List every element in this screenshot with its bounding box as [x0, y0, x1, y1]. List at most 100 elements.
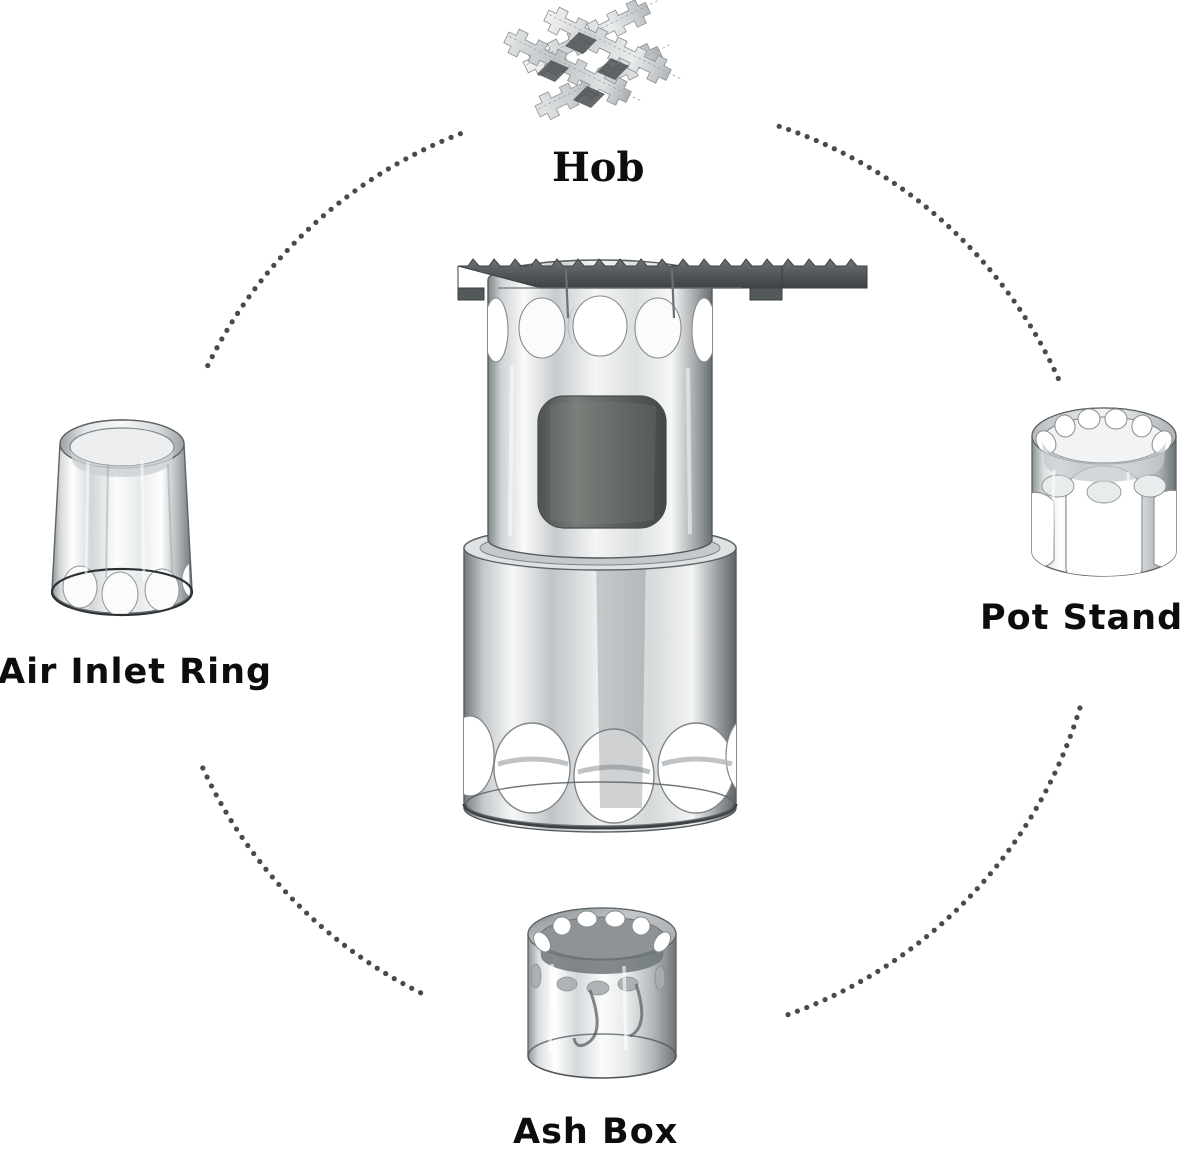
connector-dot [368, 176, 375, 183]
ash-box-label: Ash Box [513, 1112, 679, 1152]
connector-dot [900, 952, 906, 958]
connector-dot [291, 240, 297, 246]
hob-label: Hob [552, 144, 645, 191]
connector-dot [960, 900, 967, 906]
connector-dot [946, 224, 952, 230]
connector-dot [866, 164, 872, 171]
connector-dot [891, 180, 898, 187]
connector-dot [931, 210, 937, 217]
connector-dot [320, 213, 327, 219]
connector-dot [939, 921, 945, 927]
connector-dot [785, 1012, 791, 1018]
connector-dot [318, 923, 324, 930]
connector-dot [840, 150, 846, 156]
connector-dot [804, 1004, 810, 1011]
connector-dot [1032, 331, 1039, 338]
connector-dot [1052, 770, 1058, 776]
connector-dot [1067, 733, 1073, 739]
connector-dot [946, 914, 952, 920]
connector-dot [305, 226, 312, 232]
connector-dot [840, 988, 846, 994]
connector-dot [326, 930, 332, 936]
connector-dot [219, 336, 225, 342]
connector-dot [916, 940, 922, 946]
connector-dot [813, 1001, 819, 1007]
connector-dot [298, 233, 304, 239]
connector-dot [394, 161, 400, 167]
connector-dot [257, 858, 263, 865]
connector-dot [1038, 797, 1044, 803]
connector-dot [883, 175, 889, 181]
connector-dot [831, 146, 837, 152]
connector-dot [233, 826, 240, 832]
connector-dot [1023, 822, 1029, 829]
connector-dot [794, 1008, 801, 1014]
assembled-stove-part [450, 248, 868, 844]
connector-dot [1027, 323, 1034, 329]
connector-dot [1028, 814, 1034, 820]
connector-dot [1005, 290, 1011, 296]
connector-dot [421, 147, 427, 153]
connector-dot [239, 834, 245, 840]
connector-dot [813, 137, 819, 144]
connector-dot [923, 934, 930, 940]
connector-dot [953, 907, 960, 913]
connector-dot [336, 200, 342, 206]
connector-dot [245, 842, 251, 849]
connector-dot [923, 204, 929, 210]
connector-dot [258, 278, 264, 284]
connector-dot [858, 159, 864, 166]
connector-dot [205, 362, 211, 369]
connector-dot [981, 878, 987, 884]
pot-stand-part [1018, 400, 1190, 590]
connector-dot [400, 980, 406, 987]
ash-box-part [512, 898, 702, 1093]
connector-dot [999, 282, 1005, 288]
connector-dot [804, 134, 810, 140]
connector-dot [334, 936, 340, 942]
connector-dot [234, 310, 241, 316]
connector-dot [344, 194, 350, 200]
air-inlet-ring-icon [50, 419, 194, 617]
connector-dot [360, 182, 366, 188]
connector-dot [304, 910, 310, 916]
connector-dot [908, 946, 914, 952]
connector-dot [296, 903, 303, 909]
connector-dot [1047, 779, 1054, 785]
connector-dot [251, 850, 257, 857]
connector-dot [282, 889, 289, 895]
connector-dot [822, 997, 828, 1003]
connector-dot [430, 142, 436, 149]
connector-dot [349, 948, 356, 954]
ash-box-icon [527, 907, 677, 1079]
connector-dot [1011, 298, 1017, 304]
connector-dot [246, 294, 252, 300]
connector-dot [1012, 839, 1018, 845]
connector-dot [412, 151, 418, 157]
connector-dot [385, 166, 391, 172]
connector-dot [366, 960, 372, 966]
connector-dot [377, 171, 383, 177]
connector-dot [457, 131, 463, 137]
connector-dot [993, 274, 999, 280]
connector-dot [448, 134, 454, 140]
connector-dot [263, 866, 269, 872]
connector-dot [214, 345, 220, 351]
connector-dot [974, 252, 980, 258]
connector-dot [223, 809, 229, 815]
connector-dot [208, 783, 215, 789]
connector-dot [1017, 306, 1023, 312]
hob-part [503, 0, 710, 132]
air-inlet-ring-label: Air Inlet Ring [0, 652, 273, 692]
connector-dot [417, 990, 424, 996]
connector-dot [252, 286, 258, 292]
connector-dot [994, 863, 1000, 869]
connector-dot [240, 302, 246, 308]
connector-dot [883, 963, 889, 969]
connector-dot [960, 237, 966, 243]
connector-dot [1064, 743, 1070, 749]
connector-dot [953, 230, 959, 237]
connector-dot [284, 247, 290, 254]
connector-dot [1017, 831, 1023, 837]
connector-dot [899, 186, 906, 192]
